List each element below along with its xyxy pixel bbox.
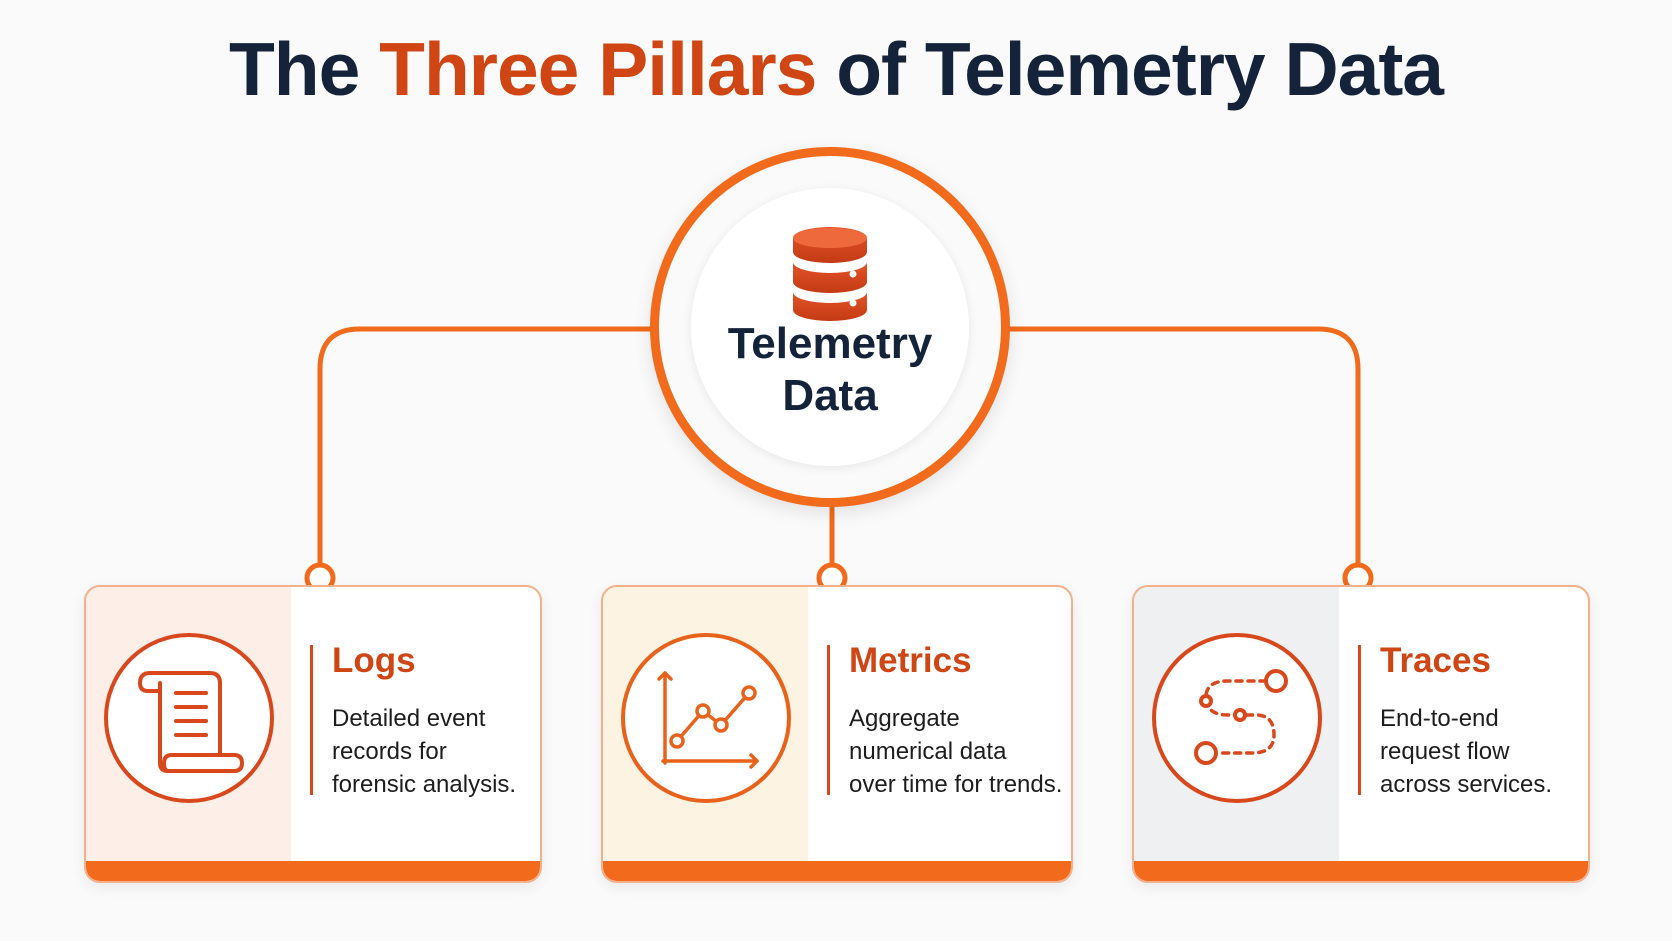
scroll-icon	[138, 671, 244, 773]
card-divider-line	[310, 645, 313, 795]
card-desc-metrics: Aggregate numerical data over time for t…	[849, 702, 1062, 801]
desc-line: request flow	[1380, 738, 1510, 765]
pillar-card-traces: Traces End-to-end request flow across se…	[1132, 585, 1590, 883]
hub-inner-circle: Telemetry Data	[691, 188, 969, 466]
connector-logs	[317, 326, 652, 578]
card-title-traces: Traces	[1380, 641, 1491, 680]
desc-line: numerical data	[849, 738, 1007, 765]
card-bottom-bar	[603, 861, 1071, 881]
metrics-icon-circle	[621, 633, 791, 803]
title-accent: Three Pillars	[379, 27, 817, 111]
traces-icon-circle	[1152, 633, 1322, 803]
card-divider-line	[1358, 645, 1361, 795]
card-bottom-bar	[86, 861, 540, 881]
hub-label-line-1: Telemetry	[727, 319, 933, 368]
telemetry-hub: Telemetry Data	[650, 147, 1010, 507]
page-title: The Three Pillars of Telemetry Data	[0, 28, 1672, 111]
pillar-card-metrics: Metrics Aggregate numerical data over ti…	[601, 585, 1073, 883]
card-desc-logs: Detailed event records for forensic anal…	[332, 702, 516, 801]
hub-label-line-2: Data	[782, 371, 878, 420]
desc-line: forensic analysis.	[332, 771, 517, 798]
logs-icon-circle	[104, 633, 274, 803]
line-chart-icon	[657, 671, 759, 769]
card-divider-line	[827, 645, 830, 795]
desc-line: Aggregate	[849, 705, 960, 732]
card-desc-traces: End-to-end request flow across services.	[1380, 702, 1552, 801]
card-title-logs: Logs	[332, 641, 416, 680]
desc-line: End-to-end	[1380, 705, 1499, 732]
title-part-2: of Telemetry Data	[816, 27, 1444, 111]
connector-traces	[1008, 326, 1361, 578]
card-bottom-bar	[1134, 861, 1588, 881]
database-icon	[793, 227, 867, 321]
desc-line: over time for trends.	[849, 771, 1063, 798]
title-part-1: The	[228, 27, 380, 111]
pillar-card-logs: Logs Detailed event records for forensic…	[84, 585, 542, 883]
desc-line: across services.	[1380, 771, 1553, 798]
desc-line: Detailed event	[332, 705, 486, 732]
hub-label: Telemetry Data	[691, 318, 969, 422]
trace-path-icon	[1194, 669, 1288, 765]
desc-line: records for	[332, 738, 447, 765]
card-title-metrics: Metrics	[849, 641, 972, 680]
